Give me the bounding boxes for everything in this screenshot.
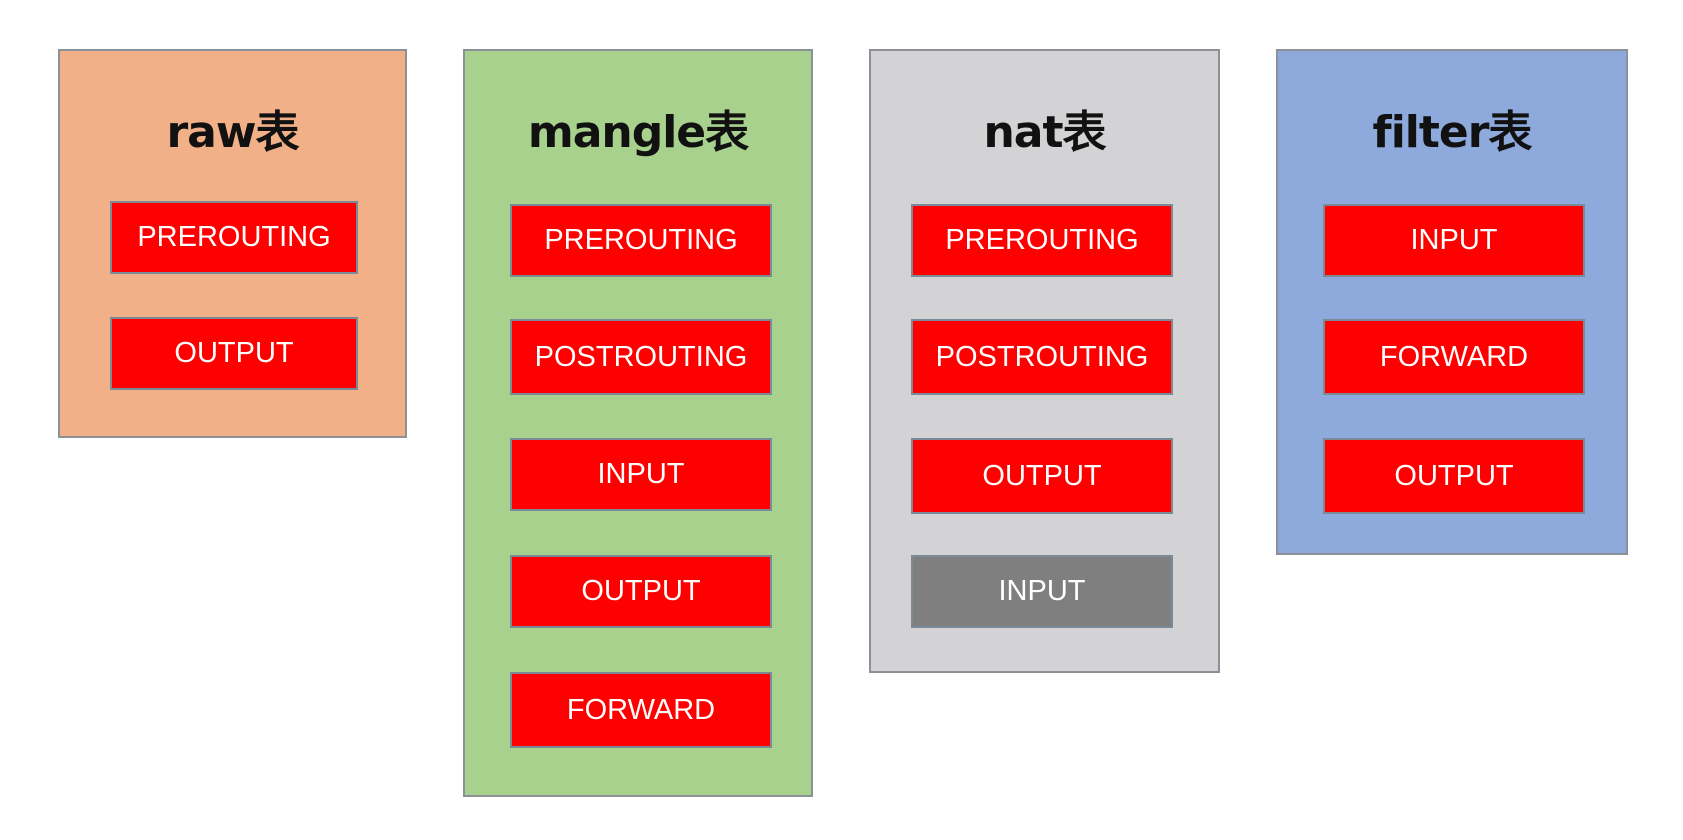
mangle-chain-output: OUTPUT [510,555,772,628]
nat-chain-output: OUTPUT [911,438,1173,514]
raw-chain-prerouting: PREROUTING [110,201,358,274]
mangle-chain-input: INPUT [510,438,772,511]
mangle-chain-forward: FORWARD [510,672,772,748]
nat-table-title: nat表 [983,107,1106,158]
raw-table-title: raw表 [166,107,299,158]
mangle-table-panel: mangle表 PREROUTING POSTROUTING INPUT OUT… [463,49,813,797]
nat-chain-input: INPUT [911,555,1173,628]
mangle-table-title: mangle表 [527,107,749,158]
mangle-chain-postrouting: POSTROUTING [510,319,772,395]
raw-chain-output: OUTPUT [110,317,358,390]
mangle-chain-prerouting: PREROUTING [510,204,772,277]
filter-chain-input: INPUT [1323,204,1585,277]
nat-chain-postrouting: POSTROUTING [911,319,1173,395]
nat-chain-prerouting: PREROUTING [911,204,1173,277]
filter-table-panel: filter表 INPUT FORWARD OUTPUT [1276,49,1628,555]
nat-table-panel: nat表 PREROUTING POSTROUTING OUTPUT INPUT [869,49,1220,673]
filter-chain-output: OUTPUT [1323,438,1585,514]
filter-chain-forward: FORWARD [1323,319,1585,395]
filter-table-title: filter表 [1372,107,1533,158]
raw-table-panel: raw表 PREROUTING OUTPUT [58,49,407,438]
